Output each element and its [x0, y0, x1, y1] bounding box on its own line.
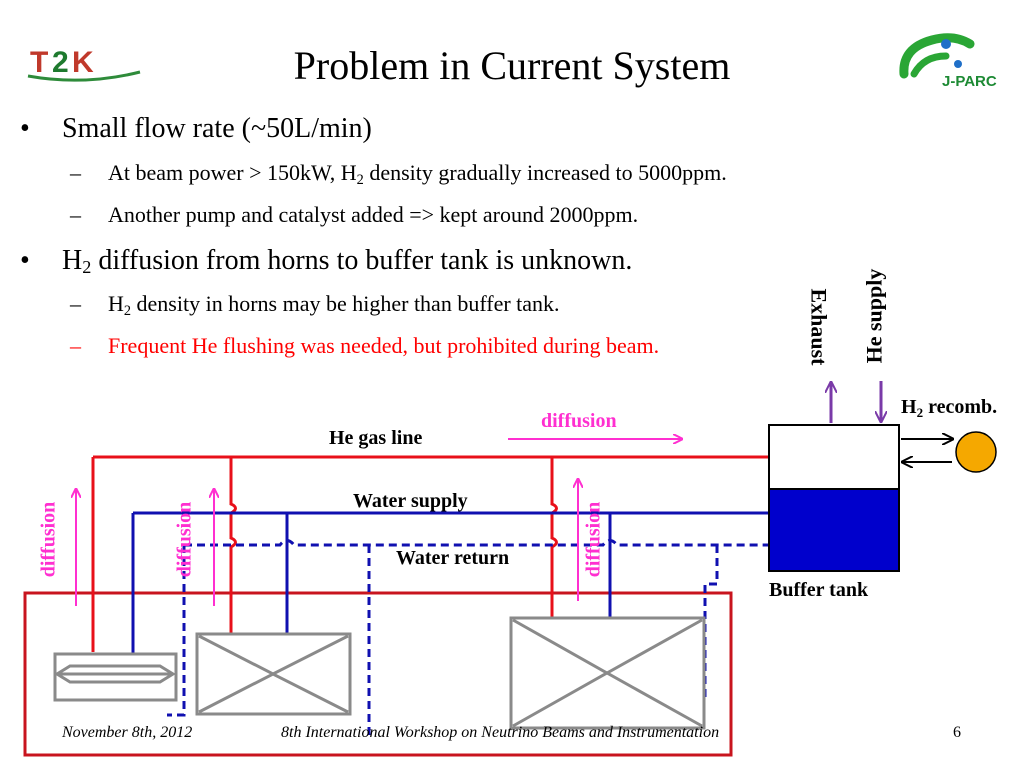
horn-1 — [53, 652, 178, 702]
diffusion-label-right: diffusion — [582, 501, 605, 578]
bullet-1-2: –Another pump and catalyst added => kept… — [70, 202, 639, 227]
horn-2 — [195, 632, 352, 716]
diffusion-label-top: diffusion — [541, 410, 617, 432]
horn-enclosure — [23, 591, 733, 757]
water-supply-label: Water supply — [353, 490, 468, 512]
svg-text:K: K — [72, 46, 94, 79]
t2k-logo: T 2 K — [27, 46, 141, 82]
page-number: 6 — [953, 724, 961, 741]
diffusion-label-left: diffusion — [37, 501, 60, 578]
bullet-2: •H2 diffusion from horns to buffer tank … — [20, 245, 633, 277]
svg-text:J-PARC: J-PARC — [942, 73, 997, 90]
he-supply-label: He supply — [861, 268, 887, 364]
svg-text:T: T — [30, 46, 48, 79]
he-gas-line-label: He gas line — [329, 427, 423, 449]
h2-recomb-label: H2 recomb. — [901, 396, 998, 420]
bullet-1: •Small flow rate (~50L/min) — [20, 113, 372, 144]
buffer-tank — [768, 424, 900, 572]
he-gas-line — [91, 455, 769, 652]
water-return-label: Water return — [396, 547, 510, 569]
svg-text:2: 2 — [52, 46, 69, 79]
recombiner — [955, 431, 997, 473]
exhaust-label: Exhaust — [806, 288, 832, 366]
jparc-logo: J-PARC — [899, 33, 997, 90]
bullet-2-1: –H2 density in horns may be higher than … — [70, 291, 560, 319]
horn-3 — [509, 616, 706, 730]
diffusion-label-mid: diffusion — [173, 501, 196, 578]
slide-title: Problem in Current System — [293, 43, 731, 88]
water-supply-line — [131, 511, 769, 657]
buffer-tank-label: Buffer tank — [769, 579, 869, 601]
footer-date: November 8th, 2012 — [62, 724, 193, 741]
bullet-2-2: –Frequent He flushing was needed, but pr… — [70, 333, 660, 358]
diffusion-arrows — [76, 439, 681, 606]
bullet-1-1: –At beam power > 150kW, H2 density gradu… — [70, 160, 727, 188]
footer-event: 8th International Workshop on Neutrino B… — [281, 724, 720, 741]
